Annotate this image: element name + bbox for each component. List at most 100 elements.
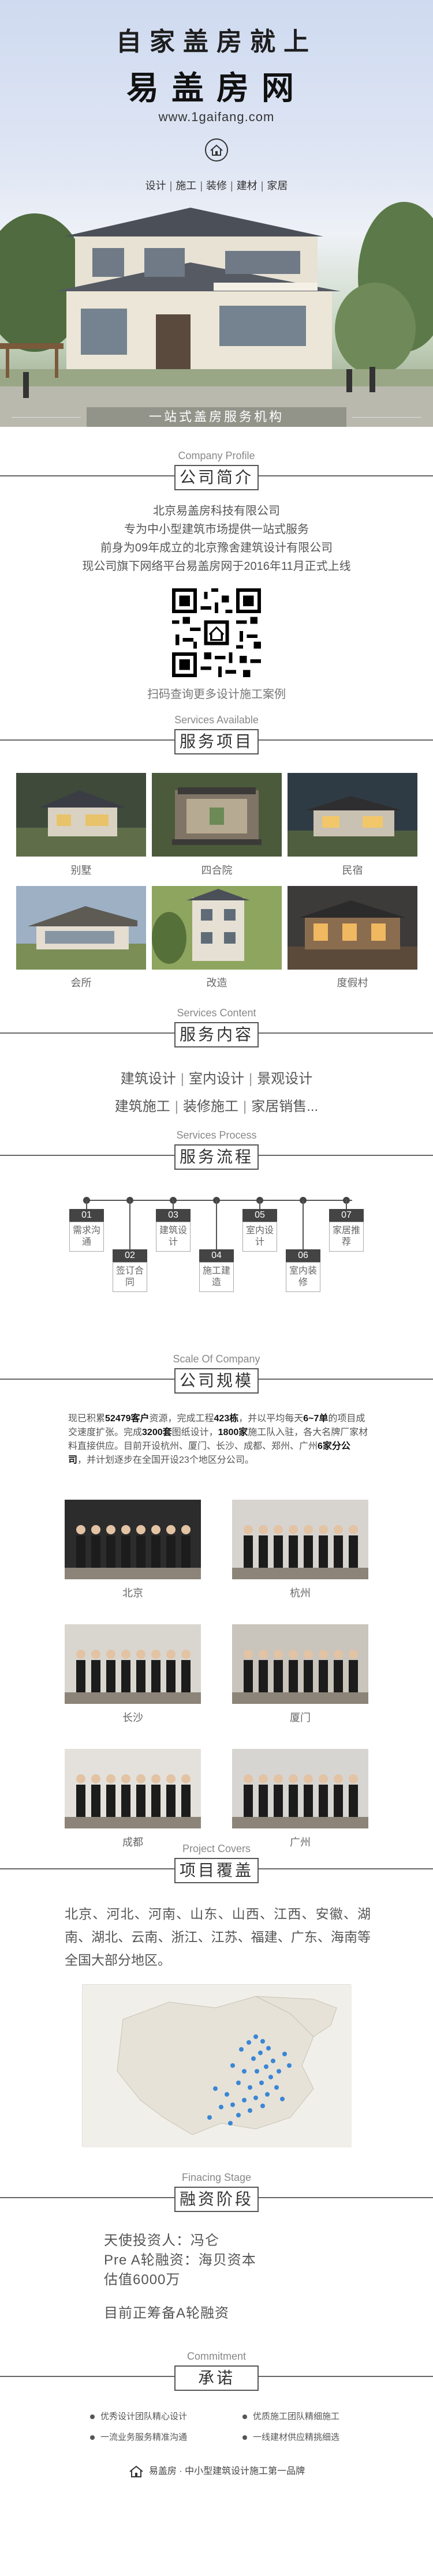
service-decoration[interactable]: 装修施工: [182, 1099, 238, 1114]
covers-paragraph: 北京、河北、河南、山东、山西、江西、安徽、湖南、湖北、云南、浙江、江苏、福建、广…: [65, 1906, 371, 1967]
process-connector: [259, 1200, 260, 1209]
category-design[interactable]: 设计: [145, 180, 166, 191]
section-zh-title: 服务流程: [174, 1144, 259, 1170]
section-en-title: Services Available: [174, 714, 259, 726]
scale-paragraph: 现已积累52479客户资源，完成工程423栋，并以平均每天6~7单的项目成交速度…: [68, 1414, 368, 1465]
process-connector: [216, 1200, 217, 1249]
service-image-renovation[interactable]: [152, 886, 282, 970]
commitment-item-service: 一流业务服务精准沟通: [90, 2431, 187, 2443]
section-zh-title: 公司规模: [174, 1368, 259, 1394]
branch-photo[interactable]: [65, 1500, 201, 1579]
footer-slogan: 易盖房 · 中小型建筑设计施工第一品牌: [148, 2466, 305, 2476]
footer: 易盖房 · 中小型建筑设计施工第一品牌: [0, 2463, 433, 2479]
process-connector: [173, 1200, 174, 1209]
category-home[interactable]: 家居: [267, 180, 288, 191]
commitment-item-construction: 优质施工团队精细施工: [242, 2410, 339, 2422]
category-materials[interactable]: 建材: [236, 180, 257, 191]
service-caption-courtyard: 四合院: [201, 865, 233, 876]
company-line-3: 前身为09年成立的北京豫舍建筑设计有限公司: [100, 542, 333, 554]
process-step-number: 07: [329, 1209, 364, 1222]
finance-next-round: 目前正筹备A轮融资: [104, 2305, 230, 2321]
house-logo-icon: [205, 138, 228, 162]
bullet-icon: [242, 2435, 247, 2440]
process-step-label: 家居推荐: [329, 1222, 364, 1252]
service-construction[interactable]: 建筑施工: [114, 1099, 170, 1114]
service-caption-renovation: 改造: [206, 977, 227, 989]
category-decoration[interactable]: 装修: [206, 180, 227, 191]
service-image-homestay[interactable]: [288, 773, 417, 857]
process-step-label: 室内设计: [242, 1222, 277, 1252]
service-landscape-design[interactable]: 景观设计: [257, 1071, 313, 1087]
section-scale: Scale Of Company 公司规模: [0, 1353, 433, 1399]
process-step-number: 02: [113, 1249, 147, 1262]
company-line-1: 北京易盖房科技有限公司: [153, 505, 280, 517]
service-image-villa[interactable]: [16, 773, 146, 857]
section-zh-title: 服务内容: [174, 1022, 259, 1047]
section-en-title: Project Covers: [182, 1843, 251, 1854]
service-caption-villa: 别墅: [70, 865, 92, 876]
section-zh-title: 服务项目: [174, 729, 259, 754]
process-step-number: 01: [69, 1209, 104, 1222]
section-en-title: Finacing Stage: [181, 2172, 252, 2183]
company-line-2: 专为中小型建筑市场提供一站式服务: [124, 523, 309, 536]
section-zh-title: 融资阶段: [174, 2187, 259, 2212]
section-zh-title: 承诺: [174, 2365, 259, 2391]
finance-pre-a: Pre A轮融资：海贝资本: [104, 2252, 256, 2268]
service-home-sales[interactable]: 家居销售...: [251, 1099, 319, 1114]
process-step-number: 04: [199, 1249, 234, 1262]
process-step-label: 需求沟通: [69, 1222, 104, 1252]
company-line-4: 现公司旗下网络平台易盖房网于2016年11月正式上线: [82, 560, 351, 573]
hero-house-image: [0, 202, 433, 427]
hero-title: 自家盖房就上: [116, 27, 317, 57]
process-step-number: 06: [286, 1249, 320, 1262]
section-zh-title: 项目覆盖: [174, 1858, 259, 1883]
process-step-label: 室内装修: [286, 1262, 320, 1292]
hero-banner: 自家盖房就上 易盖房网 www.1gaifang.com 设计|施工|装修|建材…: [0, 0, 433, 427]
coverage-map[interactable]: [82, 1984, 352, 2147]
service-interior-design[interactable]: 室内设计: [189, 1071, 244, 1087]
ribbon-line-left: [12, 417, 81, 418]
section-commitment: Commitment 承诺: [0, 2350, 433, 2397]
hero-url[interactable]: www.1gaifang.com: [158, 110, 275, 124]
section-services-content: Services Content 服务内容: [0, 1007, 433, 1053]
service-architecture-design[interactable]: 建筑设计: [120, 1071, 176, 1087]
qr-code[interactable]: [172, 588, 261, 677]
hero-brand: 易盖房网: [126, 69, 307, 107]
service-image-clubhouse[interactable]: [16, 886, 146, 970]
branch-caption: 长沙: [122, 1712, 143, 1723]
branch-caption: 广州: [290, 1837, 311, 1848]
branch-caption: 成都: [122, 1837, 143, 1848]
branch-photo[interactable]: [65, 1624, 201, 1704]
hero-ribbon: 一站式盖房服务机构: [87, 407, 346, 427]
commitment-item-materials: 一线建材供应精挑细选: [242, 2431, 339, 2443]
process-connector: [346, 1200, 347, 1209]
section-en-title: Services Content: [177, 1007, 256, 1019]
commitment-item-design: 优秀设计团队精心设计: [90, 2410, 187, 2422]
service-image-courtyard[interactable]: [152, 773, 282, 857]
ribbon-line-right: [352, 417, 421, 418]
section-en-title: Company Profile: [178, 450, 255, 461]
finance-angel: 天使投资人：冯仑: [104, 2233, 219, 2248]
service-caption-clubhouse: 会所: [70, 977, 92, 989]
bullet-icon: [90, 2414, 95, 2420]
branch-photo[interactable]: [232, 1500, 368, 1579]
branch-photo[interactable]: [232, 1749, 368, 1828]
bullet-icon: [242, 2414, 247, 2420]
section-project-covers: Project Covers 项目覆盖: [0, 1843, 433, 1889]
service-caption-resort: 度假村: [337, 977, 368, 989]
category-construction[interactable]: 施工: [176, 180, 197, 191]
section-services-available: Services Available 服务项目: [0, 714, 433, 760]
section-en-title: Scale Of Company: [173, 1353, 260, 1365]
service-image-resort[interactable]: [288, 886, 417, 970]
process-step-number: 03: [156, 1209, 191, 1222]
branch-photo[interactable]: [65, 1749, 201, 1828]
branch-photo[interactable]: [232, 1624, 368, 1704]
